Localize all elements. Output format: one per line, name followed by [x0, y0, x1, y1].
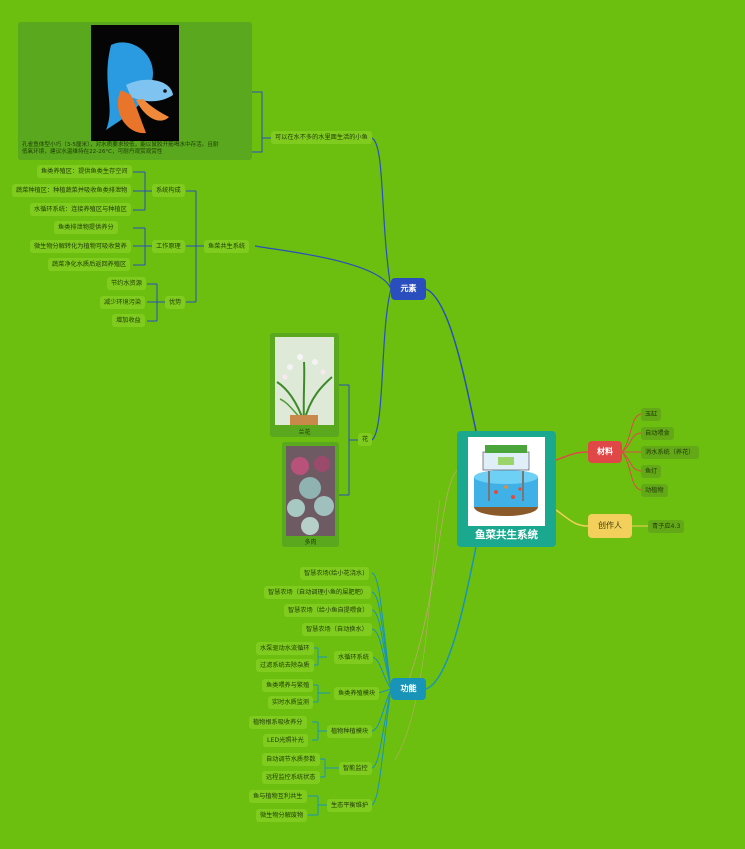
creator-node[interactable]: 创作人: [588, 514, 632, 538]
advantages-label[interactable]: 优势: [165, 296, 186, 309]
function-group-2-item-2[interactable]: 实时水质监测: [268, 696, 314, 709]
function-group-3-item-2[interactable]: LED光照补光: [263, 734, 308, 747]
principle-item-1[interactable]: 鱼类排泄物提供养分: [54, 221, 118, 234]
function-group-2[interactable]: 鱼类养殖模块: [334, 687, 380, 700]
betta-fish-icon: [91, 25, 179, 141]
root-title: 鱼菜共生系统: [475, 529, 538, 541]
function-group-4-item-1[interactable]: 自动调节水质参数: [262, 753, 320, 766]
succulent-card[interactable]: 多肉: [282, 442, 339, 547]
elements-node[interactable]: 元素: [391, 278, 426, 300]
function-group-3-item-1[interactable]: 植物根系吸收养分: [249, 716, 307, 729]
composition-item-3[interactable]: 水循环系统：连接养殖区与种植区: [30, 203, 131, 216]
composition-label[interactable]: 系统构成: [152, 184, 185, 197]
function-single-4[interactable]: 智慧农场（自动换水）: [302, 623, 372, 636]
fish-desc-line1: 孔雀鱼体型小巧（3-5厘米），对水质要求较低，能以鼠胶开筋喝水中存活。且耐: [22, 142, 219, 148]
function-single-3[interactable]: 智慧农场（给小鱼自提喂食）: [284, 604, 373, 617]
advantage-item-2[interactable]: 减少环境污染: [100, 296, 146, 309]
function-single-2[interactable]: 智慧农场（自动调理小鱼的屎肥粑）: [264, 586, 371, 599]
orchid-photo: [275, 337, 334, 425]
materials-node[interactable]: 材料: [588, 441, 622, 463]
function-group-1[interactable]: 水循环系统: [334, 651, 373, 664]
fish-label[interactable]: 可以在水不多的水里面生活的小鱼: [271, 131, 372, 144]
function-single-1[interactable]: 智慧农场(给小花浇水): [300, 567, 369, 580]
root-image: [468, 437, 545, 526]
function-group-4[interactable]: 智能监控: [339, 762, 372, 775]
root-node[interactable]: 鱼菜共生系统: [457, 431, 556, 547]
composition-item-2[interactable]: 蔬菜种植区：种植蔬菜并吸收鱼类排泄物: [12, 184, 132, 197]
function-group-1-item-2[interactable]: 过滤系统去除杂质: [256, 659, 314, 672]
function-group-5[interactable]: 生态平衡维护: [327, 799, 373, 812]
fish-desc-line2: 低氧环境，建议水温维持在22-26°C，可耐丹观赏观赏性: [22, 149, 163, 155]
succulent-photo: [286, 446, 335, 536]
function-group-3[interactable]: 植物种植模块: [327, 725, 373, 738]
orchid-card[interactable]: 兰花: [270, 333, 339, 437]
flowers-label[interactable]: 花: [358, 433, 373, 446]
function-group-5-item-1[interactable]: 鱼与植物互利共生: [249, 790, 307, 803]
advantage-item-3[interactable]: 增加收益: [112, 314, 145, 327]
principle-item-2[interactable]: 微生物分解转化为植物可吸收营养: [30, 240, 131, 253]
fish-image-card: 孔雀鱼体型小巧（3-5厘米），对水质要求较低，能以鼠胶开筋喝水中存活。且耐 低氧…: [18, 22, 252, 160]
function-group-1-item-1[interactable]: 水泵驱动水流循环: [256, 642, 314, 655]
material-item-1[interactable]: 玉缸: [641, 408, 662, 421]
material-item-5[interactable]: 动植物: [641, 484, 668, 497]
creator-item-1[interactable]: 青子应4.3: [648, 520, 685, 533]
advantage-item-1[interactable]: 节约水资源: [107, 277, 146, 290]
composition-item-1[interactable]: 鱼类养殖区：提供鱼类生存空间: [37, 165, 132, 178]
principle-item-3[interactable]: 蔬菜净化水质后返回养殖区: [48, 258, 131, 271]
material-item-2[interactable]: 自动喂食: [641, 427, 674, 440]
function-group-2-item-1[interactable]: 鱼类喂养与繁殖: [262, 679, 314, 692]
principle-label[interactable]: 工作原理: [152, 240, 185, 253]
orchid-label: 兰花: [298, 429, 311, 436]
aquaponics-illustration: [468, 437, 545, 526]
functions-node[interactable]: 功能: [391, 678, 426, 700]
material-item-4[interactable]: 鱼灯: [641, 465, 662, 478]
system-label[interactable]: 鱼菜共生系统: [204, 240, 250, 253]
function-group-4-item-2[interactable]: 远程监控系统状态: [262, 771, 320, 784]
succulent-label: 多肉: [304, 539, 317, 546]
fish-photo: [91, 25, 179, 141]
function-group-5-item-2[interactable]: 微生物分解废物: [256, 809, 308, 822]
material-item-3[interactable]: 消水系统（养花）: [641, 446, 699, 459]
